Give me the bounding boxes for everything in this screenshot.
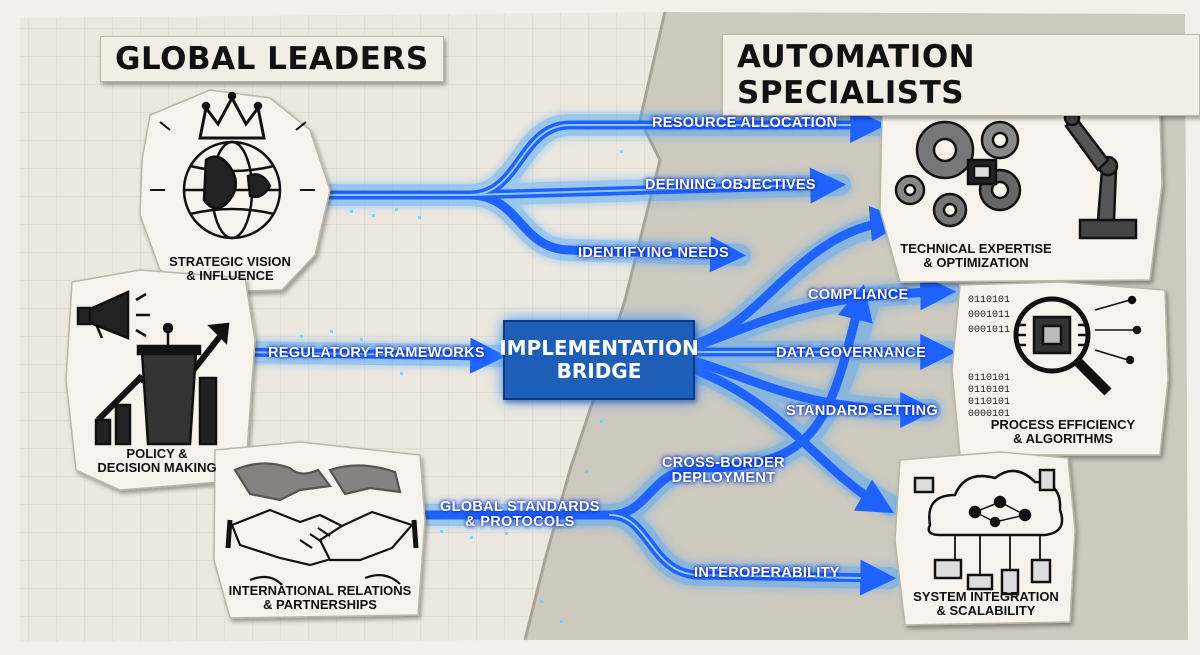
flow-line: & PROTOCOLS: [465, 514, 575, 531]
bridge-line: BRIDGE: [556, 359, 642, 383]
flow-label-identifying-needs: IDENTIFYING NEEDS: [578, 245, 729, 261]
label-line: DECISION MAKING: [97, 459, 217, 475]
flow-arrows: [229, 107, 961, 623]
binary-line: 0110101: [968, 373, 1010, 384]
binary-line: 0110101: [968, 385, 1010, 396]
label-process-efficiency: PROCESS EFFICIENCY & ALGORITHMS: [968, 418, 1158, 445]
title-automation-specialists: AUTOMATION SPECIALISTS: [722, 34, 1200, 116]
chip-magnifier-icon: [1013, 295, 1142, 396]
label-line: & SCALABILITY: [936, 602, 1036, 618]
label-line: PROCESS EFFICIENCY: [990, 417, 1136, 432]
flow-label-defining-objectives: DEFINING OBJECTIVES: [645, 177, 816, 193]
label-line: STRATEGIC VISION: [169, 254, 291, 269]
flow-label-cross-border: CROSS-BORDER DEPLOYMENT: [662, 455, 785, 487]
label-line: TECHNICAL EXPERTISE: [900, 241, 1052, 256]
flow-label-interoperability: INTEROPERABILITY: [694, 565, 840, 581]
label-strategic-vision: STRATEGIC VISION & INFLUENCE: [160, 255, 300, 282]
binary-line: 0000101: [968, 409, 1010, 420]
label-line: & OPTIMIZATION: [923, 254, 1029, 270]
label-line: SYSTEM INTEGRATION: [913, 589, 1059, 604]
label-line: INTERNATIONAL RELATIONS: [228, 583, 412, 598]
binary-line: 0001011: [968, 310, 1010, 321]
label-line: & ALGORITHMS: [1013, 430, 1113, 446]
flow-label-global-standards: GLOBAL STANDARDS & PROTOCOLS: [440, 499, 600, 531]
label-line: POLICY &: [126, 446, 188, 461]
label-technical-expertise: TECHNICAL EXPERTISE & OPTIMIZATION: [886, 242, 1066, 269]
label-policy: POLICY & DECISION MAKING: [72, 447, 242, 474]
title-global-leaders: GLOBAL LEADERS: [100, 36, 444, 82]
flow-line: CROSS-BORDER: [662, 455, 785, 471]
globe-crown-icon: [150, 91, 315, 240]
handshake-icon: [225, 462, 419, 586]
flow-label-resource-allocation: RESOURCE ALLOCATION: [652, 115, 838, 131]
label-system-integration: SYSTEM INTEGRATION & SCALABILITY: [900, 590, 1072, 617]
flow-label-compliance: COMPLIANCE: [808, 287, 909, 303]
flow-label-data-governance: DATA GOVERNANCE: [776, 345, 927, 361]
flow-line: DEPLOYMENT: [671, 470, 776, 487]
flow-line: GLOBAL STANDARDS: [440, 499, 600, 515]
bridge-line: IMPLEMENTATION: [499, 336, 699, 360]
gears-robot-arm-icon: [894, 99, 1138, 240]
flow-label-regulatory-frameworks: REGULATORY FRAMEWORKS: [268, 345, 485, 361]
implementation-bridge: IMPLEMENTATION BRIDGE: [499, 320, 699, 400]
cloud-network-icon: [913, 468, 1064, 596]
binary-text: 0110101 0001011 0001011 0110101 0110101 …: [968, 295, 1010, 420]
flow-label-standard-setting: STANDARD SETTING: [786, 403, 938, 419]
binary-line: 0110101: [968, 397, 1010, 408]
binary-line: 0110101: [968, 295, 1010, 306]
megaphone-podium-icon: [76, 290, 230, 446]
binary-line: 0001011: [968, 325, 1010, 336]
label-line: & INFLUENCE: [186, 267, 274, 283]
label-line: & PARTNERSHIPS: [263, 596, 377, 612]
label-international-relations: INTERNATIONAL RELATIONS & PARTNERSHIPS: [222, 584, 418, 611]
